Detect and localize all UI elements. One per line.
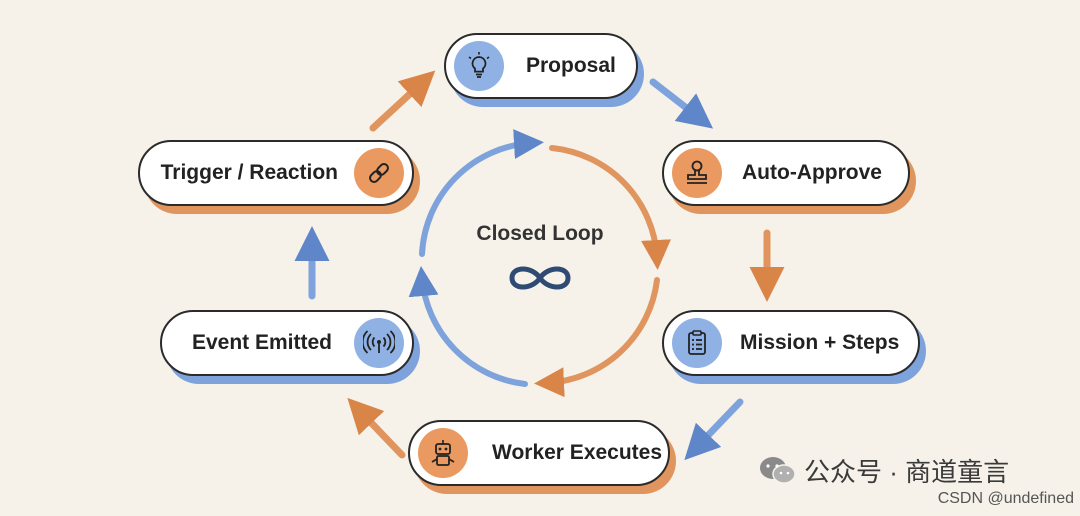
node-label: Event Emitted	[191, 331, 332, 354]
wechat-icon	[760, 456, 796, 484]
stamp-icon	[672, 148, 722, 198]
node-event-emitted: Event Emitted	[160, 310, 414, 376]
node-label: Auto-Approve	[742, 161, 882, 184]
node-label: Worker Executes	[492, 441, 663, 464]
center-title: Closed Loop	[476, 222, 604, 245]
node-proposal: Proposal	[444, 33, 638, 99]
watermark-text: 公众号 · 商道童言	[804, 457, 1010, 487]
node-worker-executes: Worker Executes	[408, 420, 670, 486]
node-mission-steps: Mission + Steps	[662, 310, 920, 376]
arrow-mission-to-worker	[684, 398, 744, 461]
infinity-icon	[509, 266, 571, 290]
link-chain-icon	[354, 148, 404, 198]
node-label: Proposal	[526, 54, 616, 77]
node-label: Mission + Steps	[740, 331, 900, 354]
loop-arc-top-right	[549, 145, 671, 270]
loop-arc-top-left	[419, 129, 544, 257]
node-auto-approve: Auto-Approve	[662, 140, 910, 206]
clipboard-checklist-icon	[672, 318, 722, 368]
arrow-proposal-to-approve	[649, 78, 714, 129]
node-trigger-reaction: Trigger / Reaction	[138, 140, 414, 206]
broadcast-signal-icon	[354, 318, 404, 368]
robot-icon	[418, 428, 468, 478]
watermark: 公众号 · 商道童言	[758, 452, 1009, 489]
arrow-worker-to-event	[347, 397, 406, 459]
loop-arc-bottom-right	[534, 277, 660, 398]
arrow-trigger-to-proposal	[369, 70, 436, 132]
watermark-credit: CSDN @undefined	[937, 490, 1074, 507]
node-label: Trigger / Reaction	[160, 161, 338, 184]
lightbulb-icon	[454, 41, 504, 91]
loop-arc-bottom-left	[408, 266, 528, 387]
